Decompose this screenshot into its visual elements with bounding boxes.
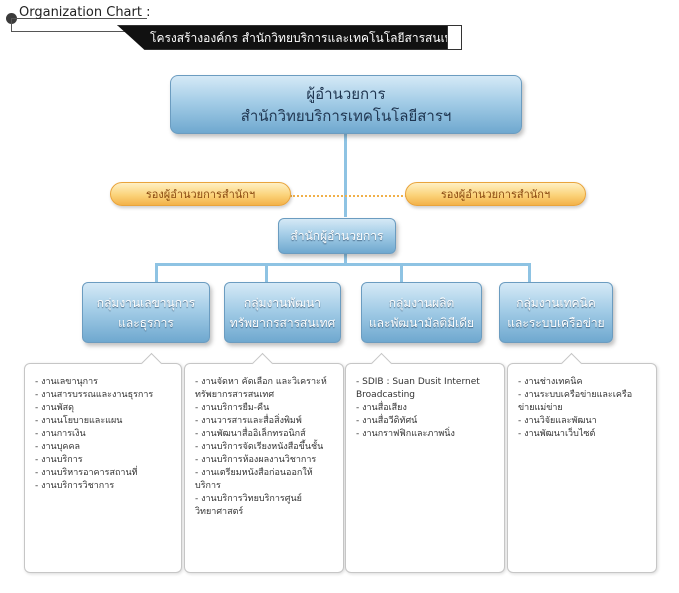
- connector-line: [265, 263, 268, 284]
- callout-multimedia: SDIB : Suan Dusit Internet Broadcasting …: [345, 352, 505, 573]
- callout-notch: [370, 352, 393, 375]
- list-item: งานบริการห้องผลงานวิชาการ: [195, 454, 335, 467]
- list-item: งานเลขานุการ: [35, 376, 173, 389]
- list-item: งานบริการยืม-คืน: [195, 402, 335, 415]
- callout-notch: [140, 352, 163, 375]
- list-item: งานนโยบายและแผน: [35, 415, 173, 428]
- list-item: งานกราฟฟิกและภาพนิ่ง: [356, 428, 496, 441]
- list-item: งานช่างเทคนิค: [518, 376, 648, 389]
- list-item: SDIB : Suan Dusit Internet Broadcasting: [356, 376, 496, 402]
- list-item: งานสื่อเสียง: [356, 402, 496, 415]
- director-title: ผู้อำนวยการ: [306, 84, 386, 103]
- group-box-network: กลุ่มงานเทคนิค และระบบเครือข่าย: [499, 282, 613, 343]
- title-banner: [117, 25, 462, 50]
- header-underline: [12, 18, 147, 19]
- connector-line: [344, 254, 347, 265]
- group-box-admin: กลุ่มงานเลขานุการ และธุรการ: [82, 282, 210, 343]
- list-item: งานบุคคล: [35, 441, 173, 454]
- group-label: และพัฒนามัลติมีเดีย: [368, 315, 475, 330]
- list-item: งานบริการวิทยบริการศูนย์วิทยาศาสตร์: [195, 493, 335, 519]
- item-list: SDIB : Suan Dusit Internet Broadcasting …: [356, 376, 496, 441]
- list-item: งานวารสารและสื่อสิ่งพิมพ์: [195, 415, 335, 428]
- list-item: งานสารบรรณและงานธุรการ: [35, 389, 173, 402]
- group-label: ทรัพยากรสารสนเทศ: [229, 315, 336, 330]
- deputy-dotted-line: [290, 195, 407, 197]
- connector-line: [528, 263, 531, 284]
- list-item: งานพัฒนาสื่ออิเล็กทรอนิกส์: [195, 428, 335, 441]
- callout-network: งานช่างเทคนิค งานระบบเครือข่ายและเครือข่…: [507, 352, 657, 573]
- connector-line: [400, 263, 403, 284]
- deputy-left-box: รองผู้อำนวยการสำนักฯ: [110, 182, 291, 206]
- director-box: ผู้อำนวยการ สำนักวิทยบริการเทคโนโลยีสารฯ: [170, 75, 522, 134]
- group-label: กลุ่มงานเลขานุการ: [96, 295, 196, 310]
- list-item: งานสื่อวีดิทัศน์: [356, 415, 496, 428]
- list-item: งานเตรียมหนังสือก่อนออกให้บริการ: [195, 467, 335, 493]
- list-item: งานพัสดุ: [35, 402, 173, 415]
- deputy-right-box: รองผู้อำนวยการสำนักฯ: [405, 182, 586, 206]
- group-box-resources: กลุ่มงานพัฒนา ทรัพยากรสารสนเทศ: [224, 282, 341, 343]
- page-title: Organization Chart :: [19, 5, 151, 20]
- header-connector: [11, 31, 131, 32]
- list-item: งานการเงิน: [35, 428, 173, 441]
- group-label: กลุ่มงานพัฒนา: [243, 295, 321, 310]
- list-item: งานจัดหา คัดเลือก และวิเคราะห์ทรัพยากรสา…: [195, 376, 335, 402]
- office-label: สำนักผู้อำนวยการ: [290, 229, 384, 243]
- office-box: สำนักผู้อำนวยการ: [278, 218, 396, 254]
- list-item: งานบริการ: [35, 454, 173, 467]
- banner-title: โครงสร้างองค์กร สำนักวิทยบริการและเทคโนโ…: [150, 31, 461, 45]
- item-list: งานจัดหา คัดเลือก และวิเคราะห์ทรัพยากรสา…: [195, 376, 335, 519]
- header-connector: [11, 18, 12, 32]
- group-label: และธุรการ: [118, 315, 174, 330]
- callout-resources: งานจัดหา คัดเลือก และวิเคราะห์ทรัพยากรสา…: [184, 352, 344, 573]
- item-list: งานเลขานุการ งานสารบรรณและงานธุรการ งานพ…: [35, 376, 173, 493]
- callout-notch: [560, 352, 583, 375]
- group-label: กลุ่มงานเทคนิค: [516, 295, 596, 310]
- callout-admin: งานเลขานุการ งานสารบรรณและงานธุรการ งานพ…: [24, 352, 182, 573]
- connector-line: [155, 263, 158, 284]
- list-item: งานบริหารอาคารสถานที่: [35, 467, 173, 480]
- deputy-right-label: รองผู้อำนวยการสำนักฯ: [440, 188, 551, 201]
- group-label: กลุ่มงานผลิต: [388, 295, 455, 310]
- group-box-multimedia: กลุ่มงานผลิต และพัฒนามัลติมีเดีย: [361, 282, 482, 343]
- list-item: งานวิจัยและพัฒนา: [518, 415, 648, 428]
- director-org: สำนักวิทยบริการเทคโนโลยีสารฯ: [240, 106, 452, 125]
- list-item: งานระบบเครือข่ายและเครือข่ายแม่ข่าย: [518, 389, 648, 415]
- connector-line: [344, 133, 347, 217]
- callout-notch: [251, 352, 274, 375]
- list-item: งานพัฒนาเว็บไซต์: [518, 428, 648, 441]
- list-item: งานบริการวิชาการ: [35, 480, 173, 493]
- connector-line: [155, 263, 531, 266]
- banner-end-box: [447, 25, 462, 50]
- group-label: และระบบเครือข่าย: [507, 315, 605, 330]
- deputy-left-label: รองผู้อำนวยการสำนักฯ: [145, 188, 256, 201]
- item-list: งานช่างเทคนิค งานระบบเครือข่ายและเครือข่…: [518, 376, 648, 441]
- list-item: งานบริการจัดเรียงหนังสือขึ้นชั้น: [195, 441, 335, 454]
